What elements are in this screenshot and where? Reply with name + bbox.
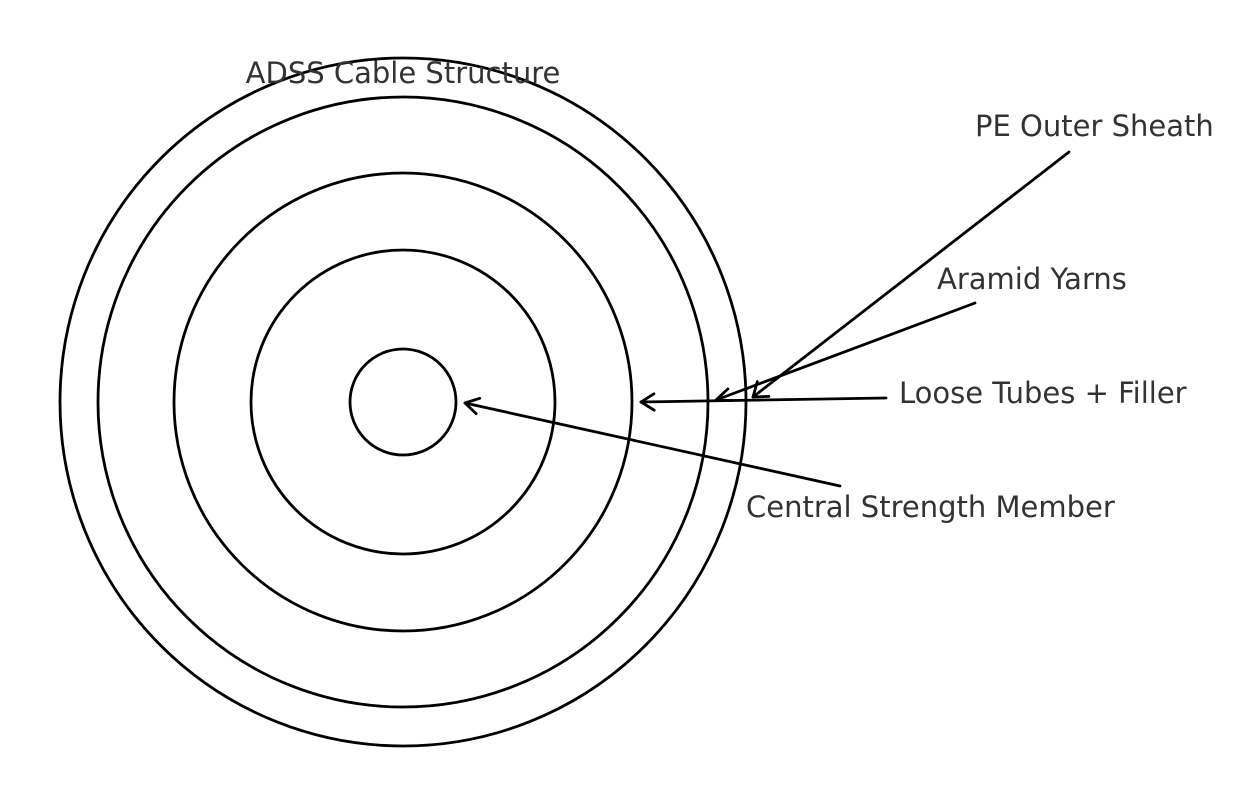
label-loose-tubes-filler: Loose Tubes + Filler — [899, 376, 1187, 410]
label-central-strength-member: Central Strength Member — [746, 490, 1115, 524]
callout-central-strength-member: Central Strength Member — [463, 396, 1115, 524]
ring-central-strength-member — [348, 347, 458, 457]
ring-aramid-yarns — [96, 95, 710, 709]
ring-outer-sheath — [58, 56, 748, 748]
leader-line-central-strength-member — [463, 401, 842, 488]
leader-line-pe-outer-sheath — [751, 150, 1071, 399]
leader-line-loose-tubes-filler — [639, 396, 888, 404]
arrowhead-central-strength-member — [463, 396, 482, 416]
diagram-title: ADSS Cable Structure — [246, 56, 561, 90]
ring-loose-tubes-outer — [172, 171, 634, 633]
arrowhead-pe-outer-sheath — [751, 380, 771, 399]
ring-loose-tubes-inner — [249, 248, 557, 556]
label-pe-outer-sheath: PE Outer Sheath — [975, 109, 1214, 143]
leader-line-aramid-yarns — [714, 301, 977, 402]
callout-loose-tubes-filler: Loose Tubes + Filler — [639, 376, 1187, 412]
callout-pe-outer-sheath: PE Outer Sheath — [751, 109, 1214, 399]
arrowhead-loose-tubes-filler — [639, 392, 656, 412]
label-aramid-yarns: Aramid Yarns — [937, 262, 1127, 296]
